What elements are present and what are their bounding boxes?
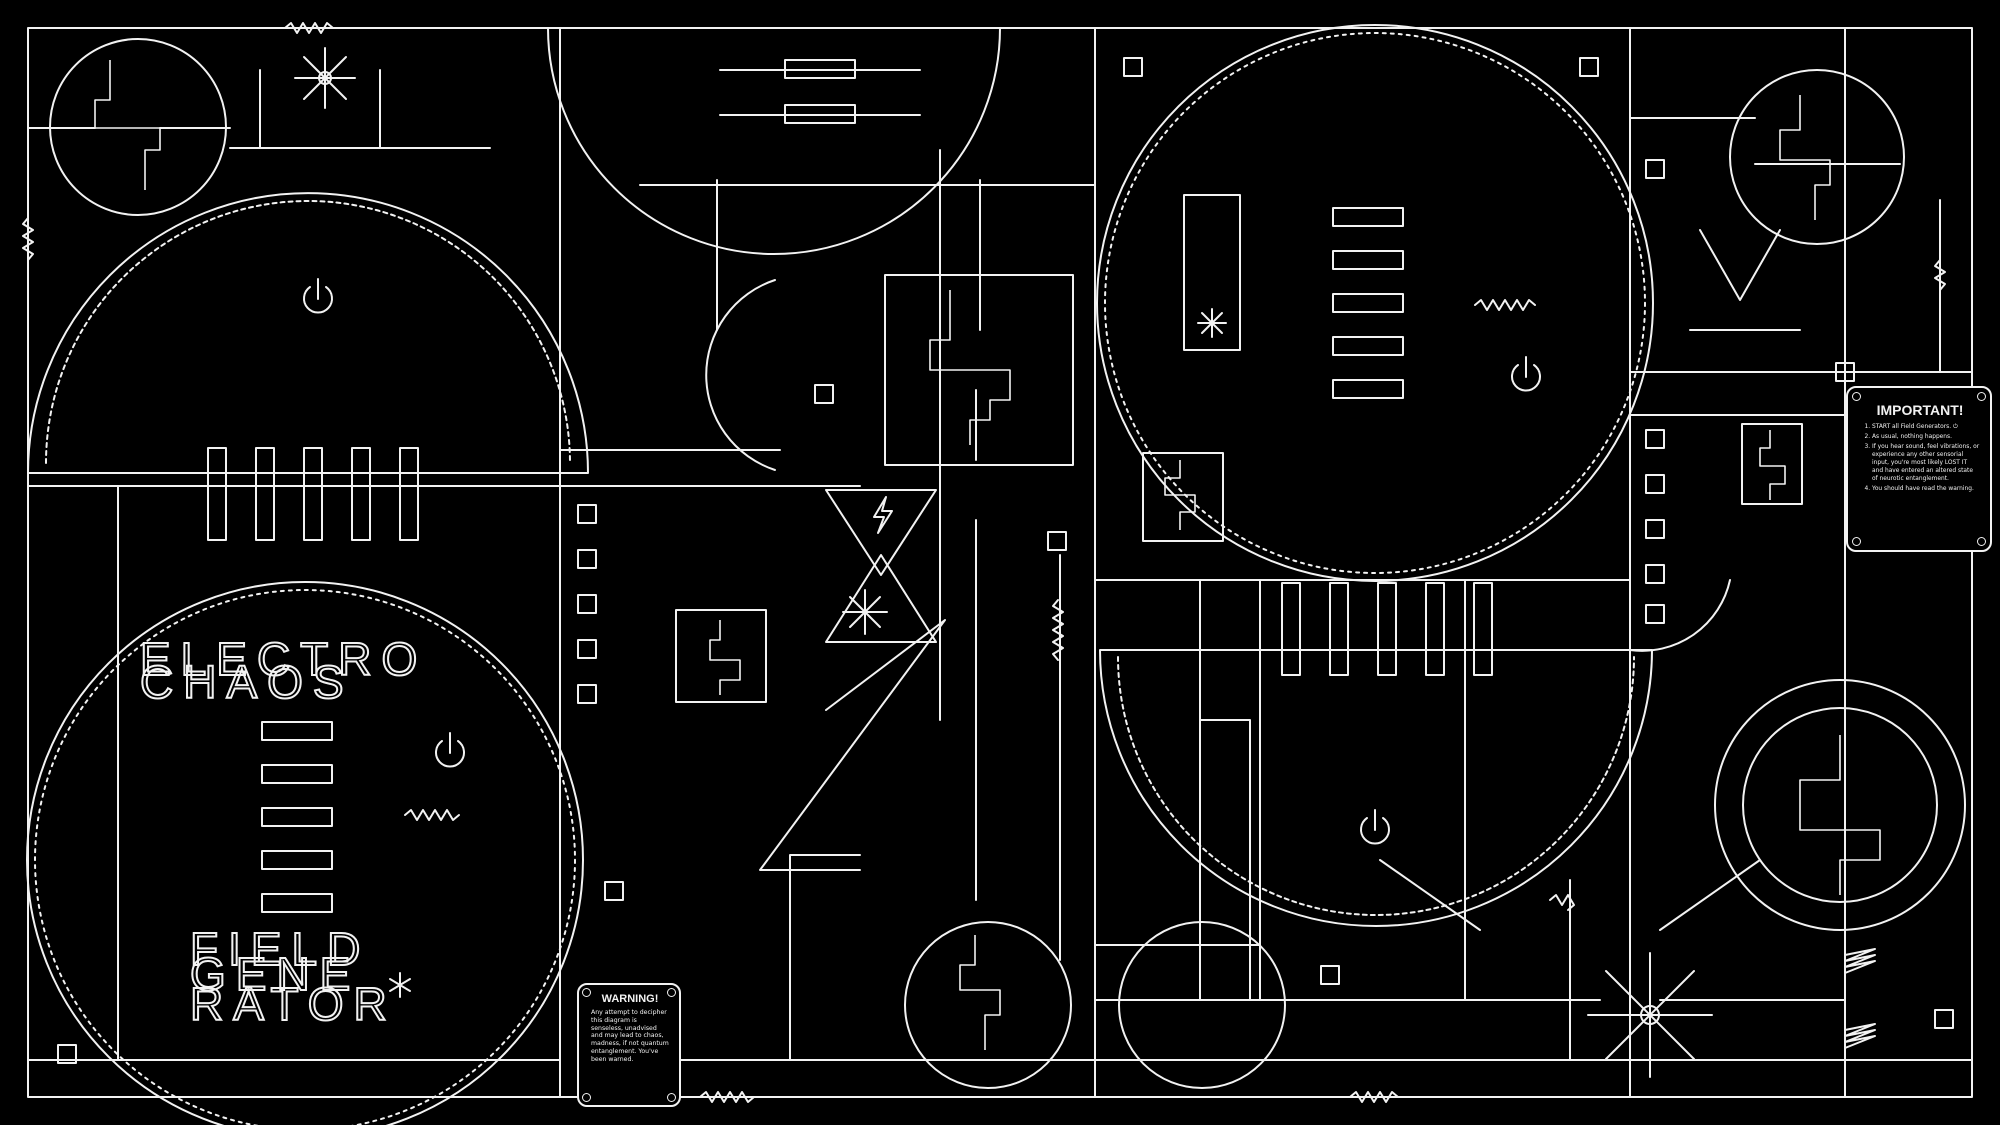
warning-text: Any attempt to decipher this diagram is … bbox=[591, 1009, 669, 1063]
chaos-star-icon bbox=[1587, 952, 1713, 1078]
wire-grid bbox=[27, 27, 1973, 1098]
screw-icon bbox=[582, 988, 591, 997]
title-line-1: ELECTRO bbox=[140, 633, 427, 685]
chaos-star-icon bbox=[294, 47, 356, 109]
important-item: You should have read the warning. bbox=[1872, 486, 1980, 494]
chaos-star-icon bbox=[842, 589, 888, 635]
terminals bbox=[57, 57, 1954, 1064]
switch-rows-top bbox=[784, 59, 856, 124]
warning-panel: WARNING! Any attempt to decipher this di… bbox=[577, 983, 681, 1107]
screw-icon bbox=[667, 988, 676, 997]
important-heading: IMPORTANT! bbox=[1876, 402, 1964, 418]
fuse-bank-left bbox=[207, 447, 419, 541]
warning-heading: WARNING! bbox=[601, 993, 659, 1005]
lightning-icon bbox=[873, 496, 893, 534]
symbol-icons bbox=[294, 47, 1713, 1078]
screw-icon bbox=[1852, 392, 1861, 401]
snowflake-icon bbox=[1183, 194, 1241, 351]
power-icon bbox=[435, 732, 465, 768]
screw-icon bbox=[582, 1093, 591, 1102]
electro-chaos-title: ELECTRO CHAOS FIELD GENE RATOR bbox=[139, 632, 427, 1031]
power-icon bbox=[1360, 809, 1390, 845]
title-line-4: GENE bbox=[190, 948, 360, 1000]
screw-icon bbox=[1852, 537, 1861, 546]
title-line-3: FIELD bbox=[190, 923, 370, 975]
important-list: START all Field Generators. ⏻ As usual, … bbox=[1860, 424, 1980, 494]
power-icon bbox=[1511, 356, 1541, 392]
important-item: As usual, nothing happens. bbox=[1872, 434, 1980, 442]
fuse-bank-right bbox=[1281, 582, 1493, 676]
stepped-boxes bbox=[94, 60, 1881, 1050]
screw-icon bbox=[1977, 392, 1986, 401]
semicircle-domes bbox=[27, 192, 1653, 927]
screw-icon bbox=[1977, 537, 1986, 546]
important-item: START all Field Generators. ⏻ bbox=[1872, 424, 1980, 432]
hourglass-triangle bbox=[759, 489, 946, 871]
title-line-5: RATOR bbox=[190, 978, 397, 1030]
switch-rows-left bbox=[261, 721, 333, 913]
asterisk-icon bbox=[389, 972, 411, 998]
field-circles bbox=[26, 24, 1966, 1125]
important-item: If you hear sound, feel vibrations, or e… bbox=[1872, 444, 1980, 484]
switch-rows-right bbox=[1332, 207, 1404, 399]
power-icon bbox=[303, 278, 333, 314]
screw-icon bbox=[667, 1093, 676, 1102]
title-line-2: CHAOS bbox=[140, 656, 354, 708]
resistors-and-fuses bbox=[22, 22, 1954, 1103]
spring-coils bbox=[1844, 948, 1876, 1049]
important-panel: IMPORTANT! START all Field Generators. ⏻… bbox=[1846, 386, 1992, 552]
